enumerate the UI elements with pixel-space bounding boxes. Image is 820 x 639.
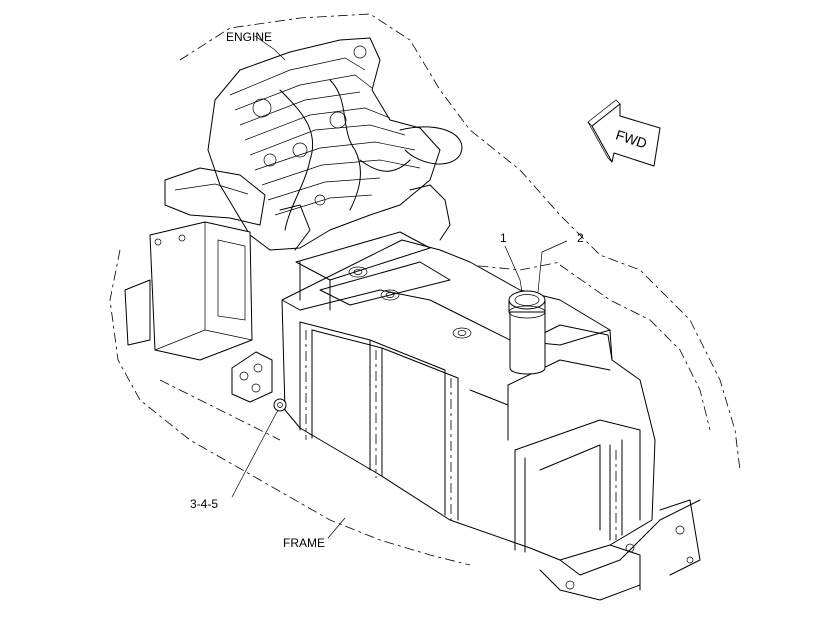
callout-3-4-5: 3-4-5 xyxy=(190,497,218,511)
engine-label: ENGINE xyxy=(226,30,272,44)
tank-assembly xyxy=(281,231,701,601)
frame-outline xyxy=(109,13,741,566)
callout-2: 2 xyxy=(577,231,584,245)
cooler-block xyxy=(124,167,266,361)
frame-label: FRAME xyxy=(283,536,325,550)
bolt-washer xyxy=(273,398,287,412)
callout-1: 1 xyxy=(500,231,507,245)
fwd-arrow: FWD xyxy=(587,99,661,167)
engine-assembly xyxy=(207,37,463,251)
mount-bracket xyxy=(231,351,273,403)
leader-lines xyxy=(231,35,568,539)
